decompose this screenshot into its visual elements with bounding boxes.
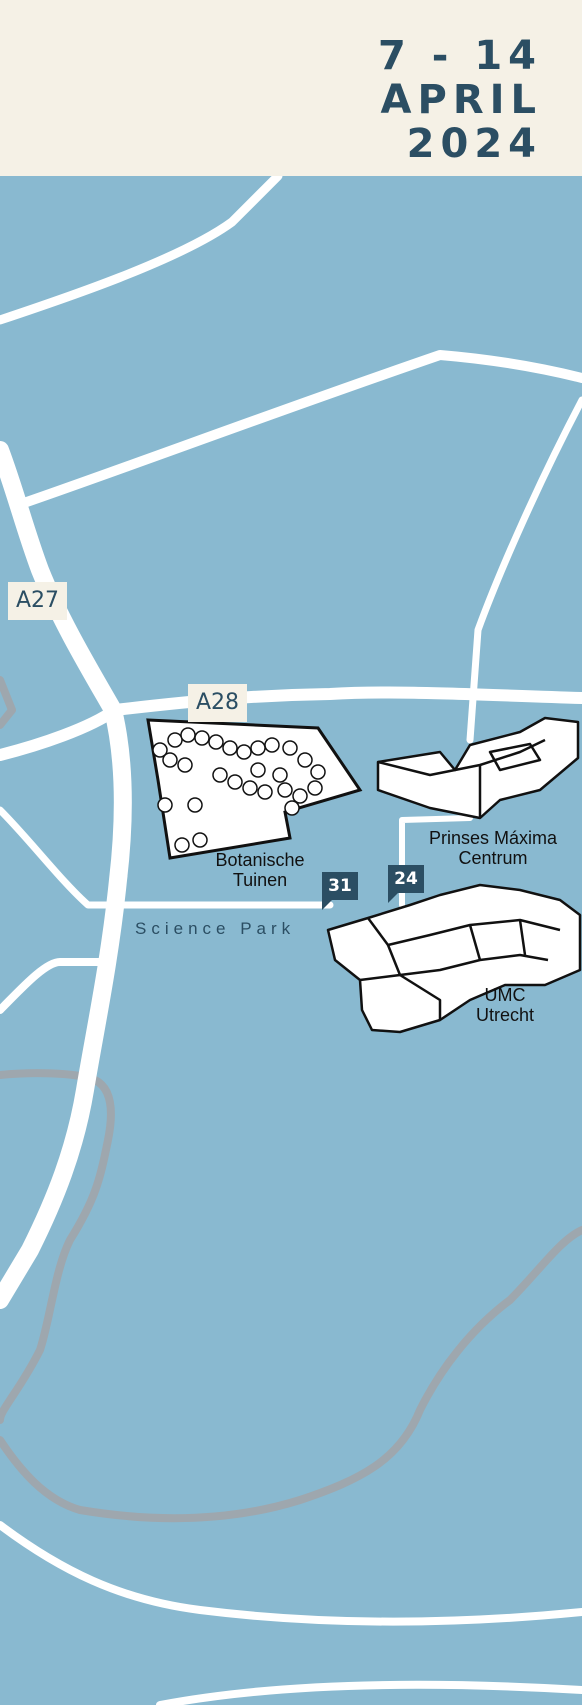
label-science-park: Science Park	[135, 919, 296, 938]
label-umc-line2: Utrecht	[475, 1005, 535, 1025]
venue-marker-24[interactable]: 24	[388, 865, 424, 903]
date-month: APRIL	[380, 77, 542, 123]
venue-marker-31[interactable]: 31	[322, 872, 358, 910]
label-botanische-line2: Tuinen	[232, 870, 288, 890]
label-maxima-line1: Prinses Máxima	[428, 828, 558, 848]
botanische-tuinen-illustration	[146, 718, 363, 860]
label-umc-utrecht: UMC Utrecht	[465, 985, 545, 1025]
event-dates: 7 - 14 APRIL 2024	[378, 34, 542, 166]
header-banner: 7 - 14 APRIL 2024	[0, 0, 582, 176]
umc-utrecht-building	[326, 883, 582, 1034]
prinses-maxima-building	[376, 716, 580, 820]
label-botanische-line1: Botanische	[215, 850, 305, 870]
label-prinses-maxima: Prinses Máxima Centrum	[418, 828, 568, 868]
map-canvas	[0, 176, 582, 1705]
date-range: 7 - 14	[378, 33, 542, 79]
label-maxima-line2: Centrum	[458, 848, 528, 868]
roads	[0, 176, 582, 1705]
label-umc-line1: UMC	[484, 985, 526, 1005]
date-year: 2024	[406, 121, 542, 167]
road-label-a28: A28	[188, 684, 248, 722]
road-label-a27: A27	[8, 582, 68, 620]
label-botanische-tuinen: Botanische Tuinen	[205, 850, 315, 890]
